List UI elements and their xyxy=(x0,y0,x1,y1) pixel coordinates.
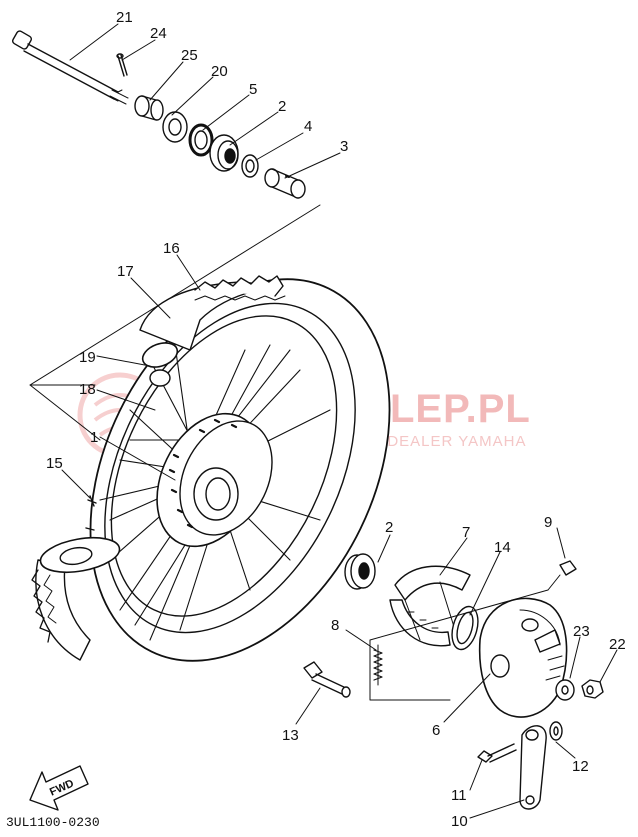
callout-24: 24 xyxy=(150,25,167,42)
part-spacer-flange xyxy=(241,154,259,178)
callouts: 21 24 25 20 5 2 4 3 16 17 19 18 1 15 2 7… xyxy=(46,9,626,830)
fwd-arrow-icon: FWD xyxy=(29,765,89,811)
part-nut xyxy=(581,679,604,699)
callout-20: 20 xyxy=(211,63,228,80)
callout-12: 12 xyxy=(572,758,589,775)
leader-lines xyxy=(61,23,618,819)
part-spoke-nipple xyxy=(85,495,97,531)
callout-10: 10 xyxy=(451,813,468,830)
callout-18: 18 xyxy=(79,381,96,398)
callout-25: 25 xyxy=(181,47,198,64)
part-collar xyxy=(134,95,164,121)
part-tire-section-top xyxy=(139,275,286,387)
callout-7: 7 xyxy=(462,524,470,541)
callout-11: 11 xyxy=(451,787,467,804)
part-spokes xyxy=(99,344,331,641)
callout-2-lower: 2 xyxy=(385,519,393,536)
callout-17: 17 xyxy=(117,263,134,280)
callout-15: 15 xyxy=(46,455,63,472)
part-circlip xyxy=(188,123,214,157)
callout-9: 9 xyxy=(544,514,552,531)
part-brake-plate xyxy=(478,597,568,718)
part-bearing-upper xyxy=(209,134,239,172)
part-tire-section-bottom xyxy=(31,536,121,661)
part-axle xyxy=(11,30,129,105)
part-bearing-lower xyxy=(344,553,376,590)
callout-2-upper: 2 xyxy=(278,98,286,115)
assembly-bracket-lines xyxy=(29,204,561,701)
part-spacer xyxy=(264,168,306,199)
callout-22: 22 xyxy=(609,636,626,653)
part-cotter-pin xyxy=(116,53,128,77)
diagram-code: 3UL1100-0230 xyxy=(6,815,100,830)
callout-21: 21 xyxy=(116,9,133,26)
part-dust-cap xyxy=(559,560,577,576)
callout-5: 5 xyxy=(249,81,257,98)
part-oil-seal xyxy=(162,111,188,143)
callout-13: 13 xyxy=(282,727,299,744)
part-washer xyxy=(555,679,575,701)
callout-23: 23 xyxy=(573,623,590,640)
callout-1: 1 xyxy=(90,429,98,446)
callout-4: 4 xyxy=(304,118,312,135)
part-lever-washer xyxy=(549,721,563,741)
part-brake-shoe xyxy=(389,565,471,647)
callout-3: 3 xyxy=(340,138,348,155)
callout-14: 14 xyxy=(494,539,511,556)
callout-8: 8 xyxy=(331,617,339,634)
part-spring xyxy=(373,644,383,686)
callout-6: 6 xyxy=(432,722,440,739)
part-hub xyxy=(156,412,273,548)
part-camshaft xyxy=(303,661,351,698)
part-brake-arm xyxy=(519,725,547,810)
part-seal-ring xyxy=(451,605,479,651)
callout-19: 19 xyxy=(79,349,96,366)
part-bolt xyxy=(477,743,517,763)
callout-16: 16 xyxy=(163,240,180,257)
